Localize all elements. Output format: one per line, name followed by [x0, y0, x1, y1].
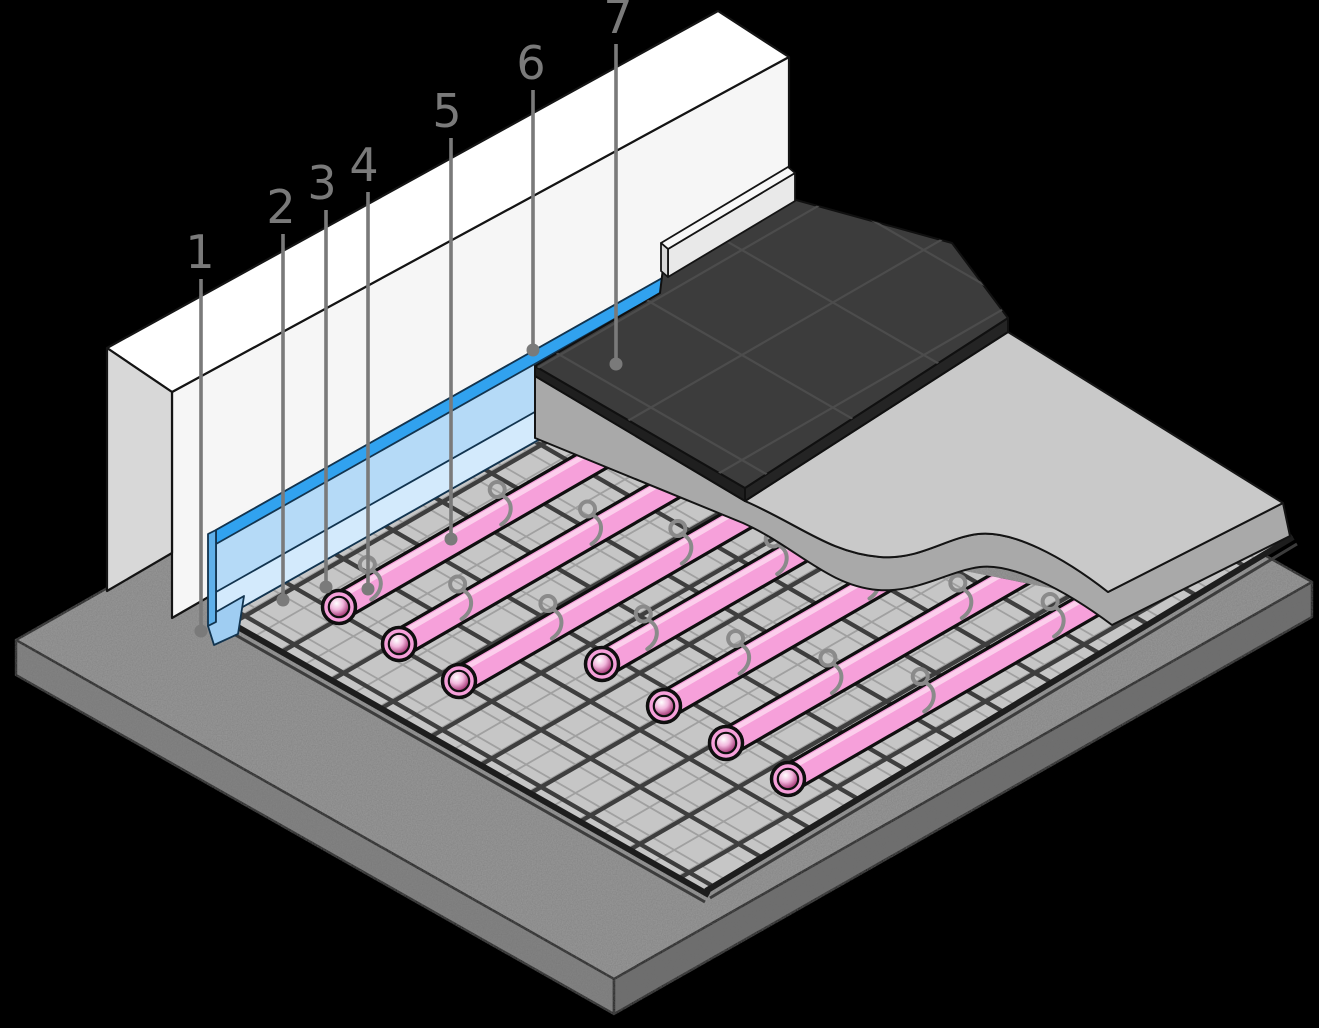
pipe-clip [668, 519, 694, 566]
screed-top-face [744, 331, 1284, 593]
pipe-clip [633, 604, 659, 651]
callout-7: 7 [603, 0, 633, 371]
callout-number: 6 [516, 36, 545, 90]
pipe-end [707, 724, 745, 762]
tile-floor [534, 191, 1009, 502]
callout-2: 2 [266, 180, 296, 607]
callout-number: 5 [432, 84, 461, 138]
insulation-cut-edges [217, 534, 1298, 904]
callout-3: 3 [307, 156, 337, 594]
pipe-end [769, 760, 807, 798]
baseboard-end [660, 242, 669, 278]
callout-dot [361, 582, 375, 596]
pipe-clip [726, 629, 752, 676]
callout-dot [526, 343, 540, 357]
pipe-clip [448, 574, 474, 621]
callout-5: 5 [432, 84, 462, 546]
callout-1: 1 [185, 225, 215, 638]
pipe-end [645, 687, 683, 725]
pipe-clip [948, 573, 974, 620]
baseboard [660, 166, 796, 278]
callout-number: 7 [603, 0, 632, 44]
strip-fold [207, 595, 245, 646]
tile-surface [534, 191, 1009, 489]
callout-dot [444, 532, 458, 546]
screed-layer [534, 331, 1291, 626]
pipe-clip [487, 480, 513, 527]
callout-dot [609, 357, 623, 371]
pipe-end [583, 645, 621, 683]
callout-6: 6 [516, 36, 546, 357]
callout-number: 4 [349, 138, 378, 192]
pipe-clip [1287, 449, 1293, 469]
callout-number: 1 [185, 225, 214, 279]
pipe-end [380, 625, 418, 663]
callout-dot [194, 624, 208, 638]
callout-number: 3 [307, 156, 336, 210]
pipe-clip [538, 594, 564, 641]
pipe-clip [578, 499, 604, 546]
wall-end-face [105, 346, 174, 593]
callout-4: 4 [349, 138, 379, 596]
pipe-clip [1040, 592, 1066, 639]
callout-dot [319, 580, 333, 594]
callout-dot [276, 593, 290, 607]
strip-end-cap [207, 529, 217, 627]
pipe-end [320, 588, 358, 626]
pipe-end [440, 662, 478, 700]
pipe-clip [910, 667, 936, 714]
callout-number: 2 [266, 180, 295, 234]
pipe-clip [818, 648, 844, 695]
